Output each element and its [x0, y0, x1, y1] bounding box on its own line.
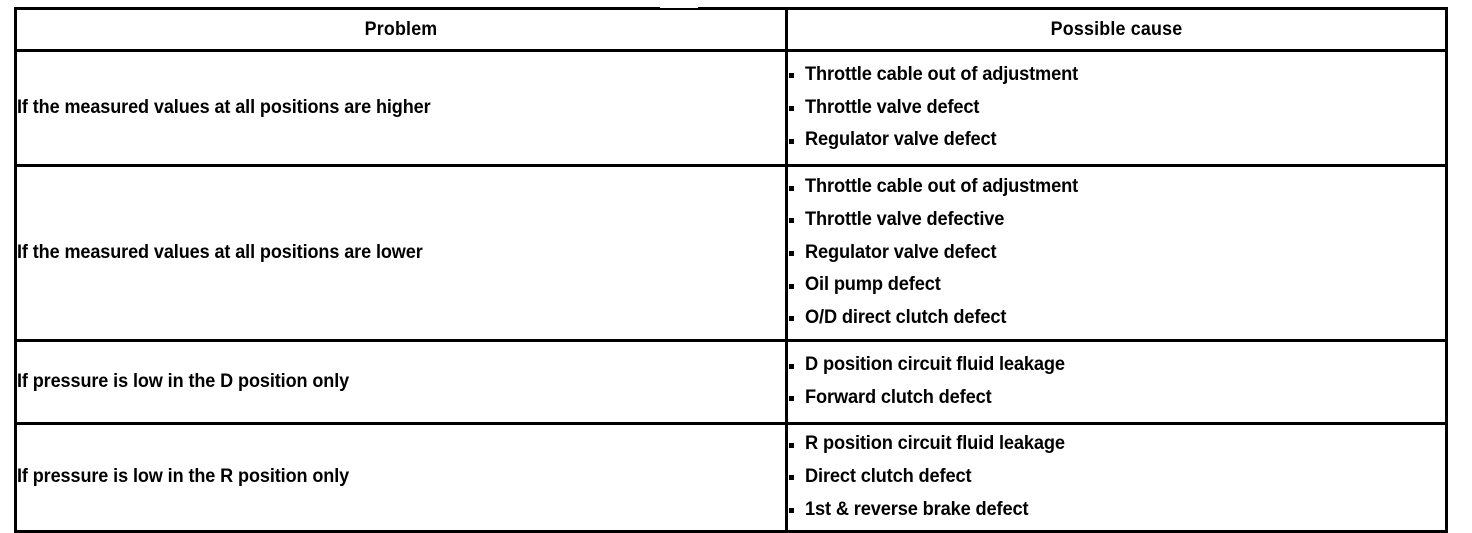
column-header-possible-cause-label: Possible cause — [1050, 19, 1183, 40]
cause-list: R position circuit fluid leakage Direct … — [788, 428, 1445, 526]
problem-cell: If the measured values at all positions … — [14, 164, 788, 342]
problem-text: If pressure is low in the R position onl… — [17, 466, 350, 488]
cause-text: Regulator valve defect — [805, 129, 997, 151]
list-item: 1st & reverse brake defect — [788, 494, 1445, 527]
bullet-icon — [789, 73, 794, 79]
header-row: Problem Possible cause — [14, 7, 1448, 52]
bullet-icon — [789, 316, 794, 322]
list-item: Direct clutch defect — [788, 461, 1445, 494]
table-body: If the measured values at all positions … — [14, 49, 1448, 533]
list-item: Throttle cable out of adjustment — [788, 59, 1445, 92]
list-item: Regulator valve defect — [788, 124, 1445, 157]
column-header-possible-cause: Possible cause — [785, 7, 1448, 52]
table-row: If pressure is low in the R position onl… — [14, 422, 1448, 533]
bullet-icon — [789, 442, 794, 448]
bullet-icon — [789, 363, 794, 369]
cause-text: Regulator valve defect — [805, 241, 997, 263]
bullet-icon — [789, 185, 794, 191]
bullet-icon — [789, 396, 794, 402]
problem-cell: If the measured values at all positions … — [14, 49, 788, 167]
cause-cell: Throttle cable out of adjustment Throttl… — [785, 164, 1448, 342]
bullet-icon — [789, 508, 794, 514]
bullet-icon — [789, 475, 794, 481]
cause-text: Throttle valve defective — [805, 208, 1005, 230]
column-header-problem-label: Problem — [364, 19, 438, 40]
list-item: Forward clutch defect — [788, 382, 1445, 415]
cause-list: Throttle cable out of adjustment Throttl… — [788, 59, 1445, 157]
problem-text: If the measured values at all positions … — [17, 96, 431, 118]
bullet-icon — [789, 218, 794, 224]
troubleshooting-table: Problem Possible cause If the measured v… — [14, 7, 1448, 533]
list-item: Throttle cable out of adjustment — [788, 171, 1445, 204]
bullet-icon — [789, 283, 794, 289]
bullet-icon — [789, 250, 794, 256]
list-item: R position circuit fluid leakage — [788, 428, 1445, 461]
list-item: Regulator valve defect — [788, 237, 1445, 270]
cause-text: Throttle cable out of adjustment — [805, 63, 1079, 85]
list-item: Oil pump defect — [788, 269, 1445, 302]
cause-list: Throttle cable out of adjustment Throttl… — [788, 171, 1445, 334]
problem-text: If pressure is low in the D position onl… — [17, 370, 350, 392]
cause-text: Direct clutch defect — [805, 466, 972, 488]
cause-cell: Throttle cable out of adjustment Throttl… — [785, 49, 1448, 167]
problem-text: If the measured values at all positions … — [17, 241, 423, 263]
problem-cell: If pressure is low in the R position onl… — [14, 422, 788, 533]
cause-text: R position circuit fluid leakage — [805, 433, 1065, 455]
cause-text: Oil pump defect — [805, 274, 941, 296]
table-row: If the measured values at all positions … — [14, 49, 1448, 167]
cause-text: Throttle cable out of adjustment — [805, 176, 1079, 198]
cause-text: D position circuit fluid leakage — [805, 354, 1065, 376]
cause-list: D position circuit fluid leakage Forward… — [788, 349, 1445, 414]
list-item: D position circuit fluid leakage — [788, 349, 1445, 382]
cause-text: O/D direct clutch defect — [805, 307, 1007, 328]
list-item: Throttle valve defect — [788, 92, 1445, 125]
table-header: Problem Possible cause — [14, 7, 1448, 52]
cause-text: 1st & reverse brake defect — [805, 498, 1029, 520]
cause-text: Throttle valve defect — [805, 96, 980, 118]
cause-cell: R position circuit fluid leakage Direct … — [785, 422, 1448, 533]
column-header-problem: Problem — [14, 7, 788, 52]
cause-text: Forward clutch defect — [805, 387, 992, 408]
list-item: O/D direct clutch defect — [788, 302, 1445, 335]
problem-cell: If pressure is low in the D position onl… — [14, 339, 788, 425]
cause-cell: D position circuit fluid leakage Forward… — [785, 339, 1448, 425]
list-item: Throttle valve defective — [788, 204, 1445, 237]
table-row: If pressure is low in the D position onl… — [14, 339, 1448, 425]
bullet-icon — [789, 138, 794, 144]
table-row: If the measured values at all positions … — [14, 164, 1448, 342]
bullet-icon — [789, 105, 794, 111]
